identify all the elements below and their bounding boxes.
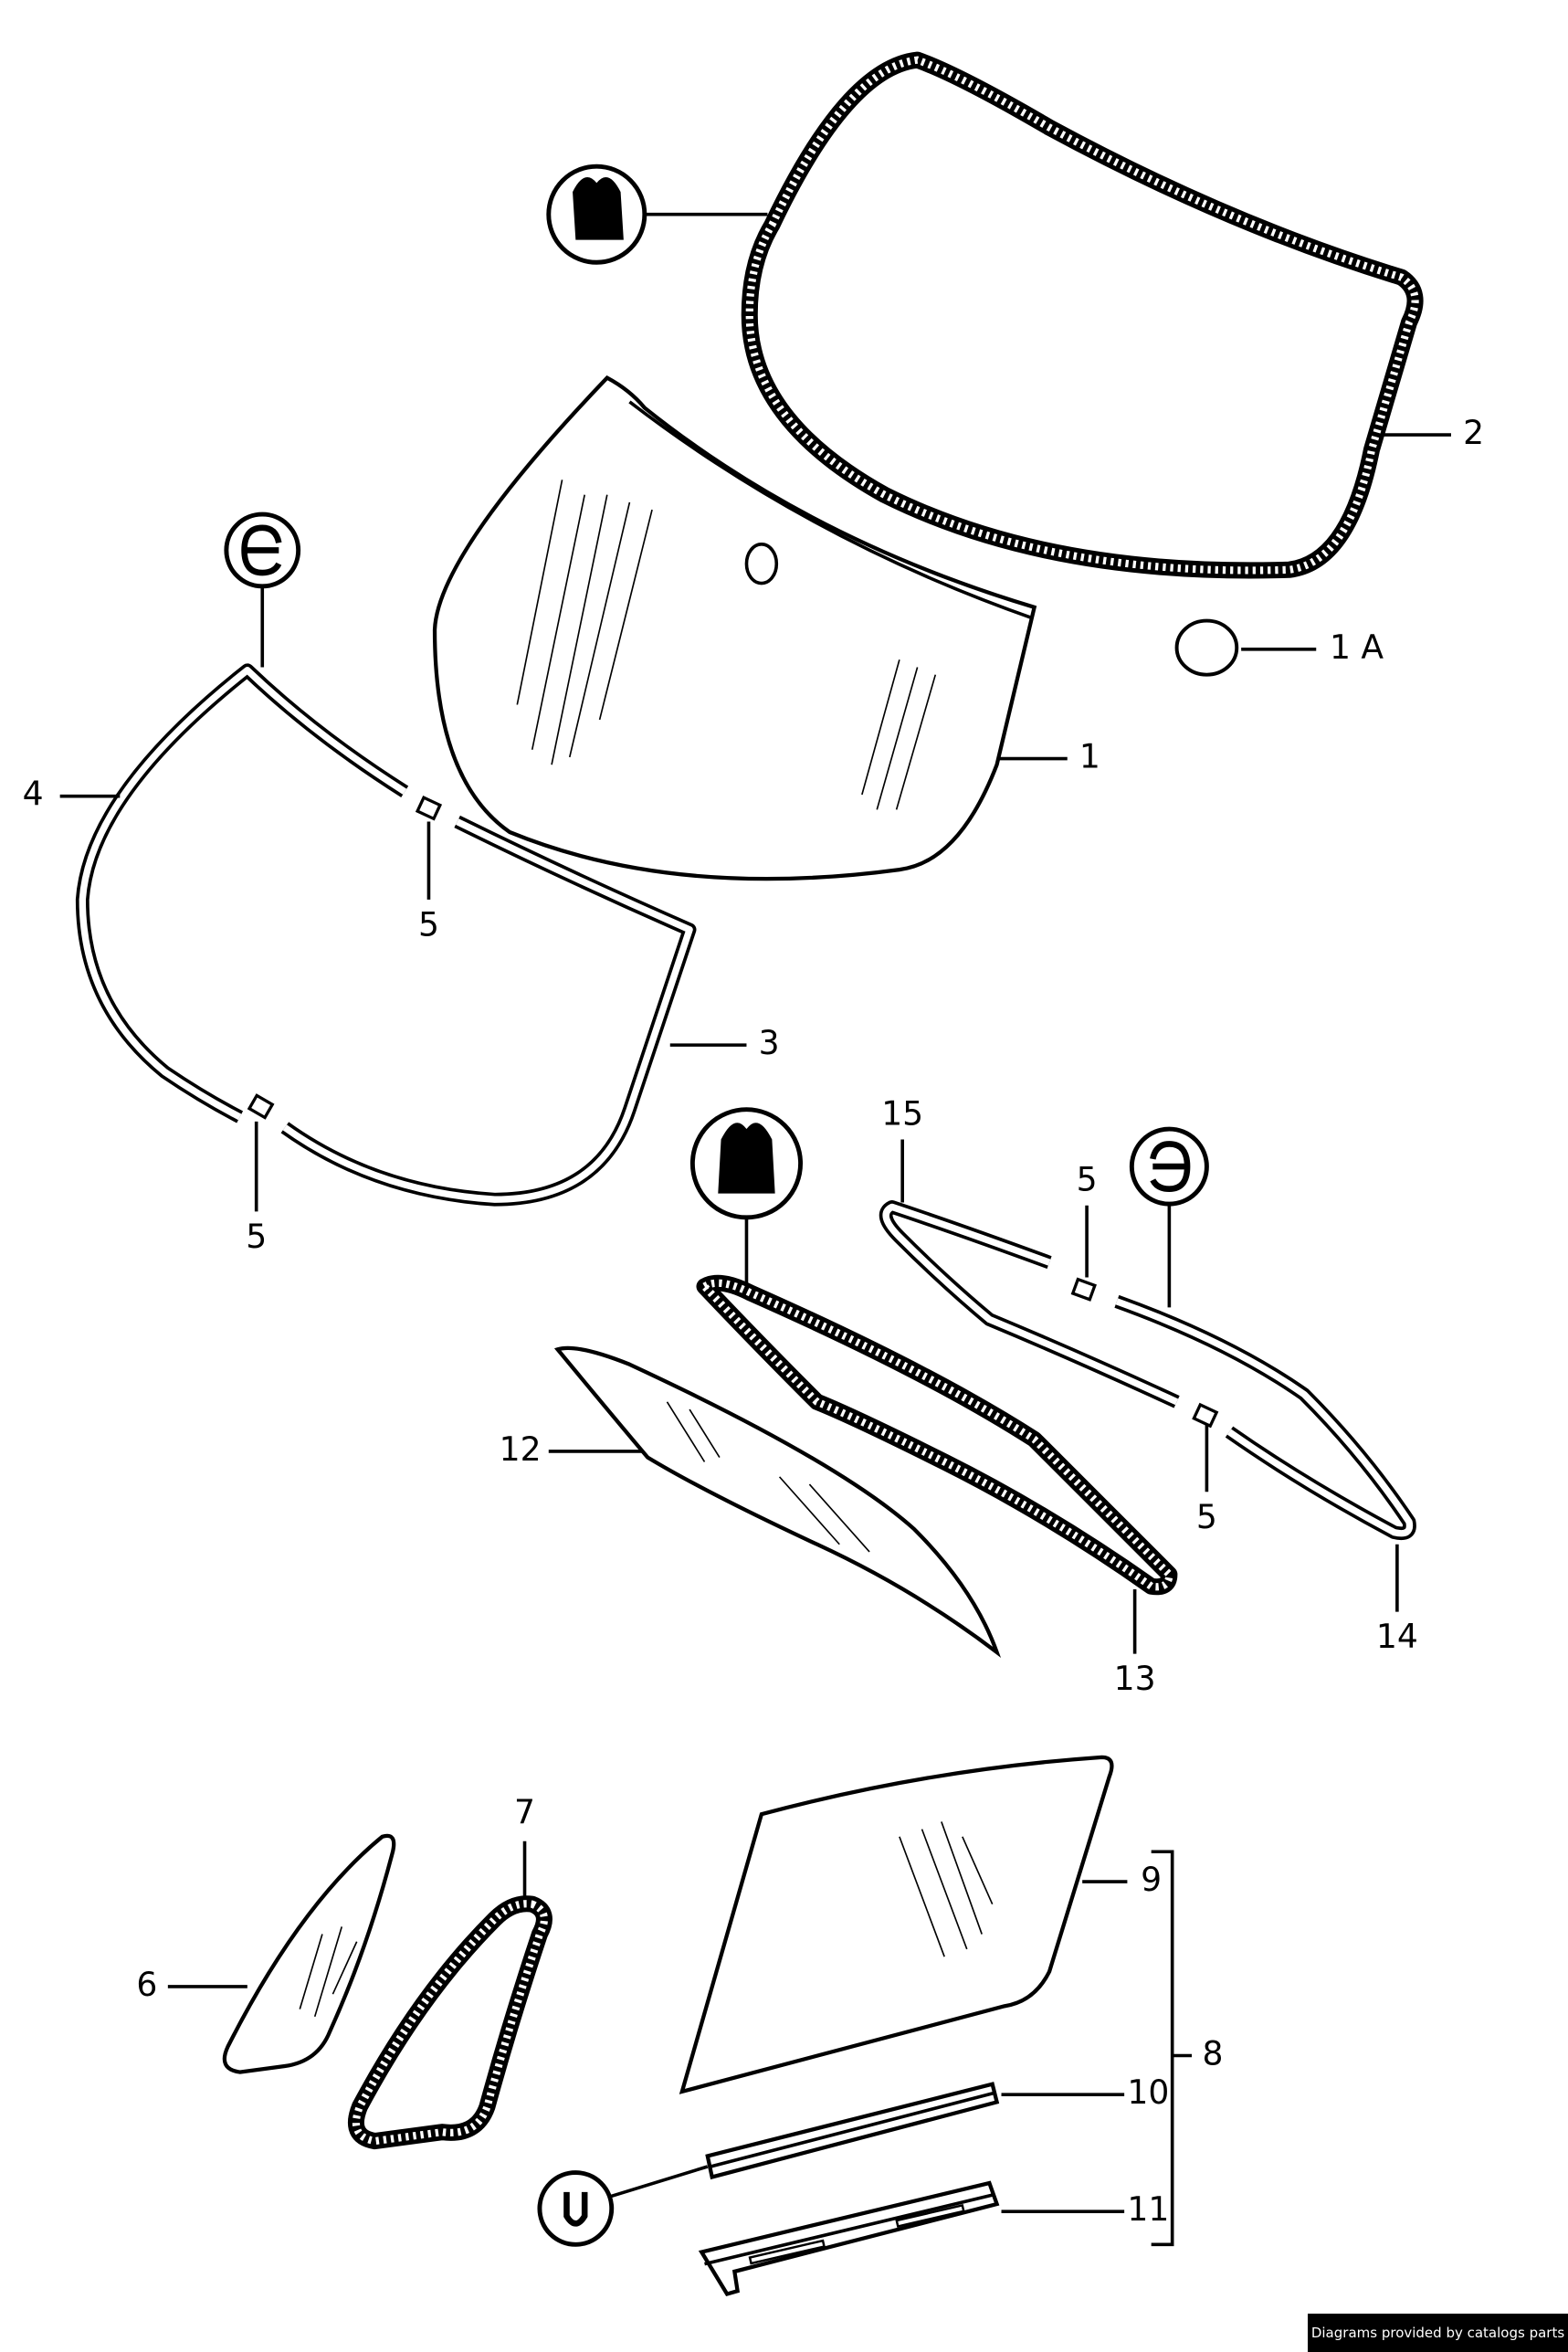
callout-9: 9 bbox=[1141, 1860, 1162, 1899]
part-2-windshield-seal[interactable] bbox=[741, 51, 1424, 579]
callout-1: 1 bbox=[1079, 737, 1100, 776]
callout-1a: 1 A bbox=[1330, 628, 1384, 667]
adhesive-bead-icon bbox=[689, 1107, 804, 1290]
callout-14: 14 bbox=[1376, 1617, 1418, 1656]
e-variant-icon bbox=[224, 512, 301, 668]
callout-11: 11 bbox=[1127, 2189, 1169, 2229]
callout-3: 3 bbox=[759, 1023, 780, 1062]
callout-12: 12 bbox=[500, 1429, 542, 1469]
callout-13: 13 bbox=[1114, 1659, 1156, 1698]
callout-6: 6 bbox=[136, 1965, 157, 2004]
callout-5: 5 bbox=[246, 1217, 267, 1256]
part-12-rear-window-glass[interactable] bbox=[553, 1345, 1002, 1659]
callout-4: 4 bbox=[23, 775, 44, 814]
attribution-caption: Diagrams provided by catalogs parts bbox=[1308, 2314, 1568, 2352]
part-7-vent-window-seal[interactable] bbox=[348, 1895, 552, 2150]
callout-5: 5 bbox=[1077, 1160, 1098, 1199]
part-10-glass-channel[interactable] bbox=[705, 2082, 1000, 2180]
part-9-door-window-glass[interactable] bbox=[679, 1755, 1114, 2094]
callout-5: 5 bbox=[1196, 1497, 1217, 1536]
part-11-lift-bracket[interactable] bbox=[698, 2180, 1000, 2296]
callout-5: 5 bbox=[418, 904, 439, 944]
callout-7: 7 bbox=[514, 1792, 535, 1831]
part-1-windshield-glass[interactable] bbox=[432, 375, 1037, 881]
callout-15: 15 bbox=[881, 1093, 923, 1133]
adhesive-bead-icon bbox=[546, 163, 768, 265]
group-bracket bbox=[1151, 1850, 1174, 2247]
callout-10: 10 bbox=[1127, 2073, 1169, 2112]
part-3-4-trim-molding[interactable] bbox=[75, 663, 697, 1207]
callout-2: 2 bbox=[1463, 413, 1484, 452]
callout-8: 8 bbox=[1202, 2033, 1223, 2073]
part-14-15-rear-trim[interactable] bbox=[879, 1200, 1416, 1541]
part-6-vent-window-glass[interactable] bbox=[222, 1833, 396, 2074]
part-1a-plug[interactable] bbox=[1174, 618, 1239, 677]
reverse-e-variant-icon bbox=[1129, 1126, 1209, 1308]
u-variant-icon bbox=[537, 2165, 709, 2247]
part-13-rear-window-seal[interactable] bbox=[696, 1274, 1178, 1596]
